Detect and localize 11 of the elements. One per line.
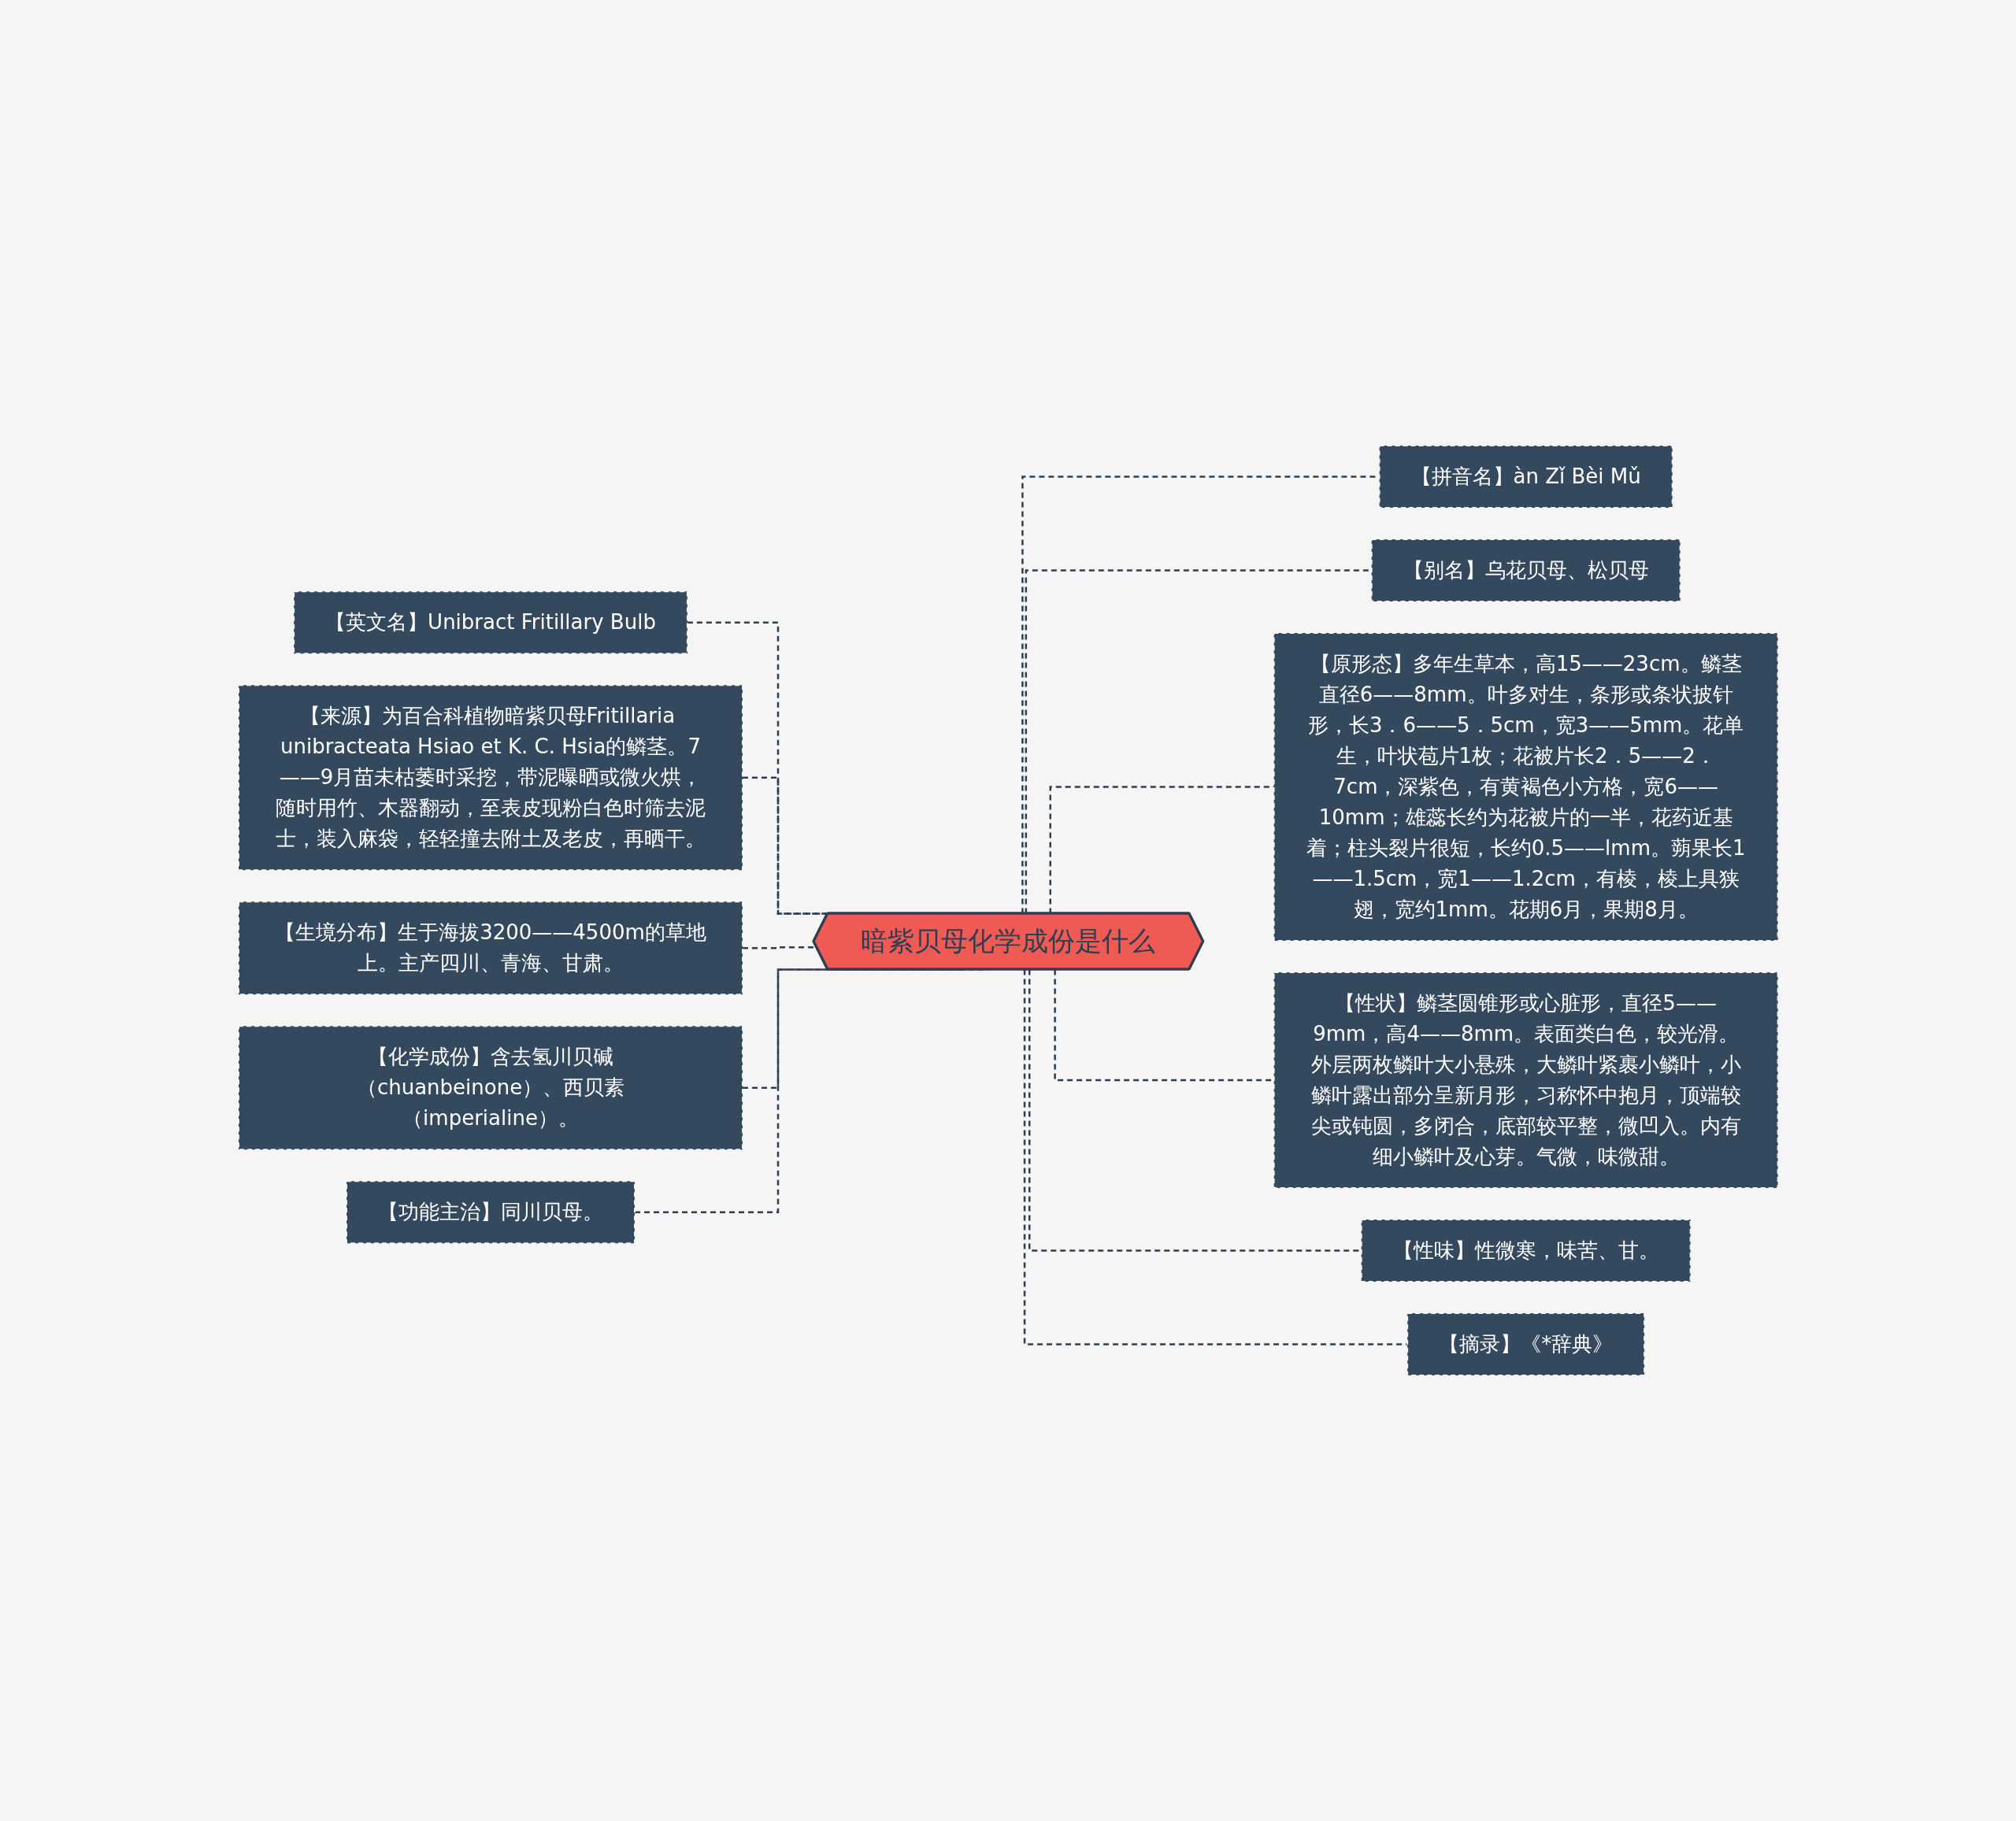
node-box: 【来源】为百合科植物暗紫贝母Fritillaria unibracteata Hsiao et K. C. Hsia的鳞茎。7——9月苗未枯萎时采挖，带泥曝晒或微火烘，随时用竹、木器翻动，至表皮现粉白色时筛去泥士，装入麻袋，轻轻撞去附土及老皮，再晒干。 [237,684,743,872]
node-box: 【性味】性微寒，味苦、甘。 [1360,1219,1692,1282]
node-box: 【性状】鳞茎圆锥形或心脏形，直径5——9mm，高4——8mm。表面类白色，较光滑。外层两枚鳞叶大小悬殊，大鳞叶紧裹小鳞叶，小鳞叶露出部分呈新月形，习称怀中抱月，顶端较尖或钝圆，多闭合，底部较平整，微凹入。内有细小鳞叶及心芽。气微，味微甜。 [1273,972,1779,1189]
node-box: 【化学成份】含去氢川贝碱（chuanbeinone）、西贝素（imperialine）。 [237,1025,743,1151]
node-box: 【功能主治】同川贝母。 [345,1180,636,1245]
node-box: 【别名】乌花贝母、松贝母 [1370,539,1681,602]
node-box: 【原形态】多年生草本，高15——23cm。鳞茎直径6——8mm。叶多对生，条形或条状披针形，长3．6——5．5cm，宽3——5mm。花单生，叶状苞片1枚；花被片长2．5——2．7cm，深紫色，有黄褐色小方格，宽6——10mm；雄蕊长约为花被片的一半，花药近基着；柱头裂片很短，长约0.5——lmm。蒴果长1——1.5cm，宽1——1.2cm，有棱，棱上具狭翅，宽约1mm。花期6月，果期8月。 [1273,632,1779,942]
node-box: 【英文名】Unibract Fritillary Bulb [292,590,688,655]
node-box: 【摘录】《*辞典》 [1406,1312,1645,1376]
node-box: 【生境分布】生于海拔3200——4500m的草地上。主产四川、青海、甘肃。 [237,901,743,996]
node-box: 【拼音名】àn Zǐ Bèi Mǔ [1378,445,1673,509]
